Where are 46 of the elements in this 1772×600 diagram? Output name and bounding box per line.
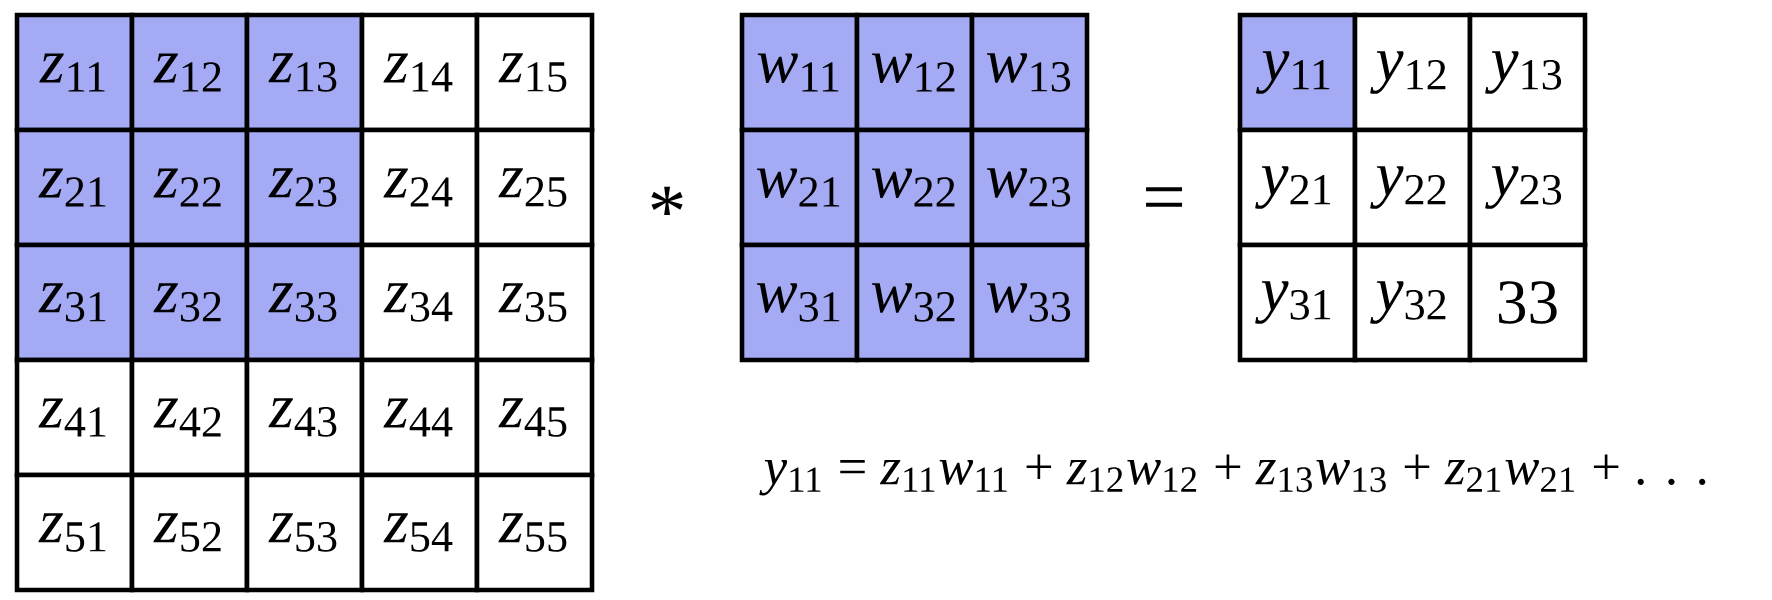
operator-symbol: * [651, 186, 683, 216]
matrix-cell: z$_{35}$ [474, 242, 595, 363]
matrix-cell: y$_{13}$ [1467, 12, 1588, 133]
matrix-cell: z$_{33}$ [244, 242, 365, 363]
matrix-cell: z$_{45}$ [474, 357, 595, 478]
matrix-cell: y$_{11}$ [1237, 12, 1358, 133]
matrix-cell: z$_{41}$ [14, 357, 135, 478]
matrix-cell: z$_{34}$ [359, 242, 480, 363]
matrix-cell: z$_{53}$ [244, 472, 365, 593]
matrix-cell: w$_{12}$ [854, 12, 975, 133]
matrix-cell: y$_{23}$ [1467, 127, 1588, 248]
matrix-cell: z$_{43}$ [244, 357, 365, 478]
matrix-cell: z$_{24}$ [359, 127, 480, 248]
matrix-cell: w$_{33}$ [969, 242, 1090, 363]
matrix-cell: w$_{21}$ [739, 127, 860, 248]
matrix-cell: z$_{23}$ [244, 127, 365, 248]
matrix-cell: w$_{22}$ [854, 127, 975, 248]
matrix-cell: y$_{21}$ [1237, 127, 1358, 248]
matrix-cell: z$_{13}$ [244, 12, 365, 133]
matrix-cell: z$_{22}$ [129, 127, 250, 248]
matrix-cell: z$_{32}$ [129, 242, 250, 363]
matrix-cell: y$_{32}$ [1352, 242, 1473, 363]
matrix-cell: z$_{42}$ [129, 357, 250, 478]
matrix-cell: z$_{21}$ [14, 127, 135, 248]
matrix-cell: 33 [1467, 242, 1588, 363]
matrix-cell: z$_{55}$ [474, 472, 595, 593]
matrix-cell: z$_{15}$ [474, 12, 595, 133]
operator-symbol: = [1146, 187, 1183, 207]
matrix-cell: y$_{31}$ [1237, 242, 1358, 363]
equation: y$_{11}$ = z$_{11}$w$_{11}$ + z$_{12}$w$_{12}$ + z$_{13}$w$_{13}$ + z$_{21}$w$_{21}$ + . . . [759, 454, 1706, 496]
matrix-cell: z$_{12}$ [129, 12, 250, 133]
matrix-cell: w$_{32}$ [854, 242, 975, 363]
matrix-cell: w$_{23}$ [969, 127, 1090, 248]
matrix-cell: z$_{14}$ [359, 12, 480, 133]
matrix-cell: z$_{44}$ [359, 357, 480, 478]
matrix-cell: z$_{52}$ [129, 472, 250, 593]
matrix-cell: y$_{12}$ [1352, 12, 1473, 133]
matrix-cell: z$_{11}$ [14, 12, 135, 133]
matrix-cell: z$_{31}$ [14, 242, 135, 363]
matrix-cell: w$_{11}$ [739, 12, 860, 133]
matrix-cell: y$_{22}$ [1352, 127, 1473, 248]
matrix-cell: z$_{25}$ [474, 127, 595, 248]
matrix-cell: w$_{31}$ [739, 242, 860, 363]
matrix-cell: z$_{54}$ [359, 472, 480, 593]
matrix-cell: w$_{13}$ [969, 12, 1090, 133]
matrix-cell: z$_{51}$ [14, 472, 135, 593]
